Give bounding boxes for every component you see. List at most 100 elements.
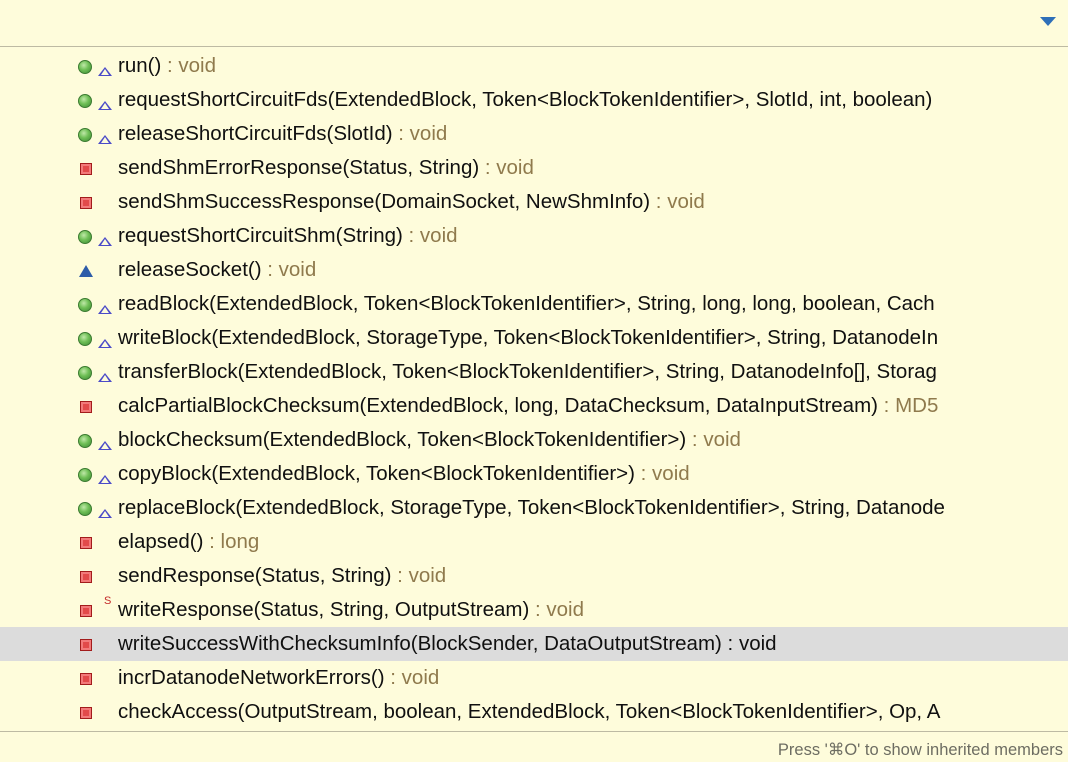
list-item[interactable]: sendShmSuccessResponse(DomainSocket, New…: [0, 185, 1068, 219]
member-signature: requestShortCircuitShm(String): [118, 224, 403, 247]
member-signature: transferBlock(ExtendedBlock, Token<Block…: [118, 360, 937, 383]
member-return-type: : void: [161, 54, 216, 77]
list-item[interactable]: sendShmErrorResponse(Status, String) : v…: [0, 151, 1068, 185]
list-item[interactable]: checkAccess(OutputStream, boolean, Exten…: [0, 695, 1068, 729]
member-signature: sendResponse(Status, String): [118, 564, 392, 587]
member-signature: run(): [118, 54, 162, 77]
override-icon: [98, 237, 112, 246]
member-return-type: : void: [650, 190, 705, 213]
protected-method-icon: [79, 265, 93, 277]
member-label: releaseShortCircuitFds(SlotId) : void: [118, 122, 447, 146]
member-signature: releaseSocket(): [118, 258, 262, 281]
list-item[interactable]: readBlock(ExtendedBlock, Token<BlockToke…: [0, 287, 1068, 321]
list-item[interactable]: copyBlock(ExtendedBlock, Token<BlockToke…: [0, 457, 1068, 491]
override-icon: [98, 441, 112, 450]
public-method-icon: [78, 434, 92, 448]
public-method-icon: [78, 230, 92, 244]
public-method-icon: [78, 366, 92, 380]
member-return-type: : void: [479, 156, 534, 179]
member-label: requestShortCircuitFds(ExtendedBlock, To…: [118, 88, 932, 112]
member-label: sendResponse(Status, String) : void: [118, 564, 446, 588]
list-item[interactable]: writeSuccessWithChecksumInfo(BlockSender…: [0, 627, 1068, 661]
inherited-members-hint: Press '⌘O' to show inherited members: [777, 741, 1063, 759]
private-method-icon: [80, 707, 92, 719]
list-item[interactable]: elapsed() : long: [0, 525, 1068, 559]
override-icon: [98, 67, 112, 76]
override-icon: [98, 373, 112, 382]
member-label: checkAccess(OutputStream, boolean, Exten…: [118, 700, 940, 724]
public-method-icon: [78, 502, 92, 516]
member-return-type: : void: [261, 258, 317, 281]
view-menu-chevron-down-icon[interactable]: [1040, 17, 1056, 26]
list-item[interactable]: releaseSocket() : void: [0, 253, 1068, 287]
list-item[interactable]: blockChecksum(ExtendedBlock, Token<Block…: [0, 423, 1068, 457]
public-method-icon: [78, 60, 92, 74]
member-label: releaseSocket() : void: [118, 258, 316, 282]
member-return-type: : void: [402, 224, 458, 247]
list-item[interactable]: releaseShortCircuitFds(SlotId) : void: [0, 117, 1068, 151]
member-label: writeBlock(ExtendedBlock, StorageType, T…: [118, 326, 938, 350]
list-item[interactable]: requestShortCircuitFds(ExtendedBlock, To…: [0, 83, 1068, 117]
private-method-icon: [80, 605, 92, 617]
public-method-icon: [78, 468, 92, 482]
override-icon: [98, 509, 112, 518]
member-return-type: : long: [203, 530, 260, 553]
member-signature: writeResponse(Status, String, OutputStre…: [118, 598, 530, 621]
member-return-type: : void: [634, 462, 690, 485]
member-label: blockChecksum(ExtendedBlock, Token<Block…: [118, 428, 741, 452]
list-item[interactable]: run() : void: [0, 49, 1068, 83]
member-signature: sendShmErrorResponse(Status, String): [118, 156, 480, 179]
member-label: sendShmErrorResponse(Status, String) : v…: [118, 156, 534, 180]
member-signature: requestShortCircuitFds(ExtendedBlock, To…: [118, 88, 933, 111]
member-return-type: : void: [392, 122, 448, 145]
status-footer: Press '⌘O' to show inherited members: [0, 731, 1068, 762]
member-signature: incrDatanodeNetworkErrors(): [118, 666, 385, 689]
list-item[interactable]: transferBlock(ExtendedBlock, Token<Block…: [0, 355, 1068, 389]
list-item[interactable]: replaceBlock(ExtendedBlock, StorageType,…: [0, 491, 1068, 525]
list-item[interactable]: calcPartialBlockChecksum(ExtendedBlock, …: [0, 389, 1068, 423]
member-label: writeSuccessWithChecksumInfo(BlockSender…: [118, 632, 777, 656]
member-signature: writeBlock(ExtendedBlock, StorageType, T…: [118, 326, 939, 349]
private-method-icon: [80, 673, 92, 685]
member-signature: sendShmSuccessResponse(DomainSocket, New…: [118, 190, 651, 213]
public-method-icon: [78, 298, 92, 312]
member-label: sendShmSuccessResponse(DomainSocket, New…: [118, 190, 705, 214]
member-label: requestShortCircuitShm(String) : void: [118, 224, 458, 248]
member-label: calcPartialBlockChecksum(ExtendedBlock, …: [118, 394, 938, 418]
member-signature: copyBlock(ExtendedBlock, Token<BlockToke…: [118, 462, 635, 485]
list-item[interactable]: sendResponse(Status, String) : void: [0, 559, 1068, 593]
override-icon: [98, 305, 112, 314]
member-label: transferBlock(ExtendedBlock, Token<Block…: [118, 360, 937, 384]
public-method-icon: [78, 332, 92, 346]
public-method-icon: [78, 128, 92, 142]
member-signature: checkAccess(OutputStream, boolean, Exten…: [118, 700, 941, 723]
member-return-type: : MD5: [877, 394, 939, 417]
filter-bar: [0, 0, 1068, 47]
private-method-icon: [80, 197, 92, 209]
member-signature: blockChecksum(ExtendedBlock, Token<Block…: [118, 428, 687, 451]
override-icon: [98, 339, 112, 348]
member-label: copyBlock(ExtendedBlock, Token<BlockToke…: [118, 462, 690, 486]
member-label: run() : void: [118, 54, 216, 78]
member-signature: writeSuccessWithChecksumInfo(BlockSender…: [118, 632, 722, 655]
static-icon: S: [104, 595, 112, 607]
filter-input[interactable]: [0, 0, 1020, 46]
member-return-type: : void: [384, 666, 440, 689]
member-label: writeResponse(Status, String, OutputStre…: [118, 598, 584, 622]
member-signature: releaseShortCircuitFds(SlotId): [118, 122, 393, 145]
list-item[interactable]: incrDatanodeNetworkErrors() : void: [0, 661, 1068, 695]
member-label: readBlock(ExtendedBlock, Token<BlockToke…: [118, 292, 935, 316]
member-list[interactable]: run() : void requestShortCircuitFds(Exten…: [0, 49, 1068, 730]
member-return-type: : void: [721, 632, 777, 655]
public-method-icon: [78, 94, 92, 108]
member-label: replaceBlock(ExtendedBlock, StorageType,…: [118, 496, 945, 520]
member-label: incrDatanodeNetworkErrors() : void: [118, 666, 439, 690]
list-item[interactable]: requestShortCircuitShm(String) : void: [0, 219, 1068, 253]
member-return-type: : void: [529, 598, 585, 621]
private-method-icon: [80, 537, 92, 549]
member-signature: elapsed(): [118, 530, 204, 553]
member-signature: calcPartialBlockChecksum(ExtendedBlock, …: [118, 394, 878, 417]
list-item[interactable]: writeBlock(ExtendedBlock, StorageType, T…: [0, 321, 1068, 355]
